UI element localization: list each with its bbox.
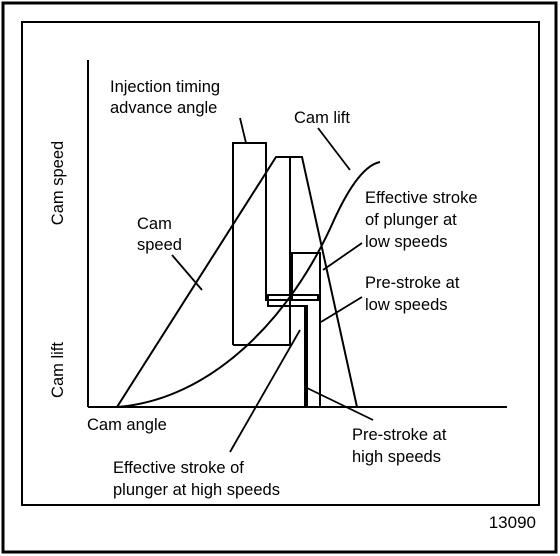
label-cam-lift: Cam lift bbox=[294, 109, 350, 127]
label-prestroke-high-line2: high speeds bbox=[352, 448, 441, 466]
label-effective-low-line3: low speeds bbox=[365, 233, 448, 251]
cam-lift-curve bbox=[116, 161, 381, 408]
leader-effective-high bbox=[229, 329, 301, 453]
leader-cam-lift bbox=[317, 127, 351, 171]
label-timing-advance-line1: Injection timing bbox=[110, 78, 220, 96]
injection-region-outline bbox=[233, 157, 291, 346]
label-effective-low-line2: of plunger at bbox=[365, 211, 457, 229]
inner-frame bbox=[21, 21, 540, 506]
figure-number: 13090 bbox=[489, 513, 536, 532]
leader-timing-advance bbox=[239, 117, 247, 144]
x-axis-label: Cam angle bbox=[87, 416, 167, 434]
label-cam-speed-line1: Cam bbox=[137, 215, 172, 233]
label-effective-high-line1: Effective stroke of bbox=[113, 459, 244, 477]
leader-cam-speed bbox=[171, 254, 203, 291]
label-cam-speed-line2: speed bbox=[137, 236, 182, 254]
y-axis-label-lower: Cam lift bbox=[49, 342, 67, 398]
label-prestroke-high-line1: Pre-stroke at bbox=[352, 426, 447, 444]
leader-effective-low bbox=[322, 242, 363, 271]
leader-prestroke-high bbox=[304, 386, 374, 421]
label-prestroke-low-line2: low speeds bbox=[365, 296, 448, 314]
label-effective-high-line2: plunger at high speeds bbox=[113, 481, 280, 499]
label-timing-advance-line2: advance angle bbox=[110, 99, 217, 117]
y-axis-label-upper: Cam speed bbox=[49, 141, 67, 225]
leader-prestroke-low bbox=[320, 296, 363, 323]
label-effective-low-line1: Effective stroke bbox=[365, 189, 478, 207]
label-prestroke-low-line1: Pre-stroke at bbox=[365, 274, 460, 292]
